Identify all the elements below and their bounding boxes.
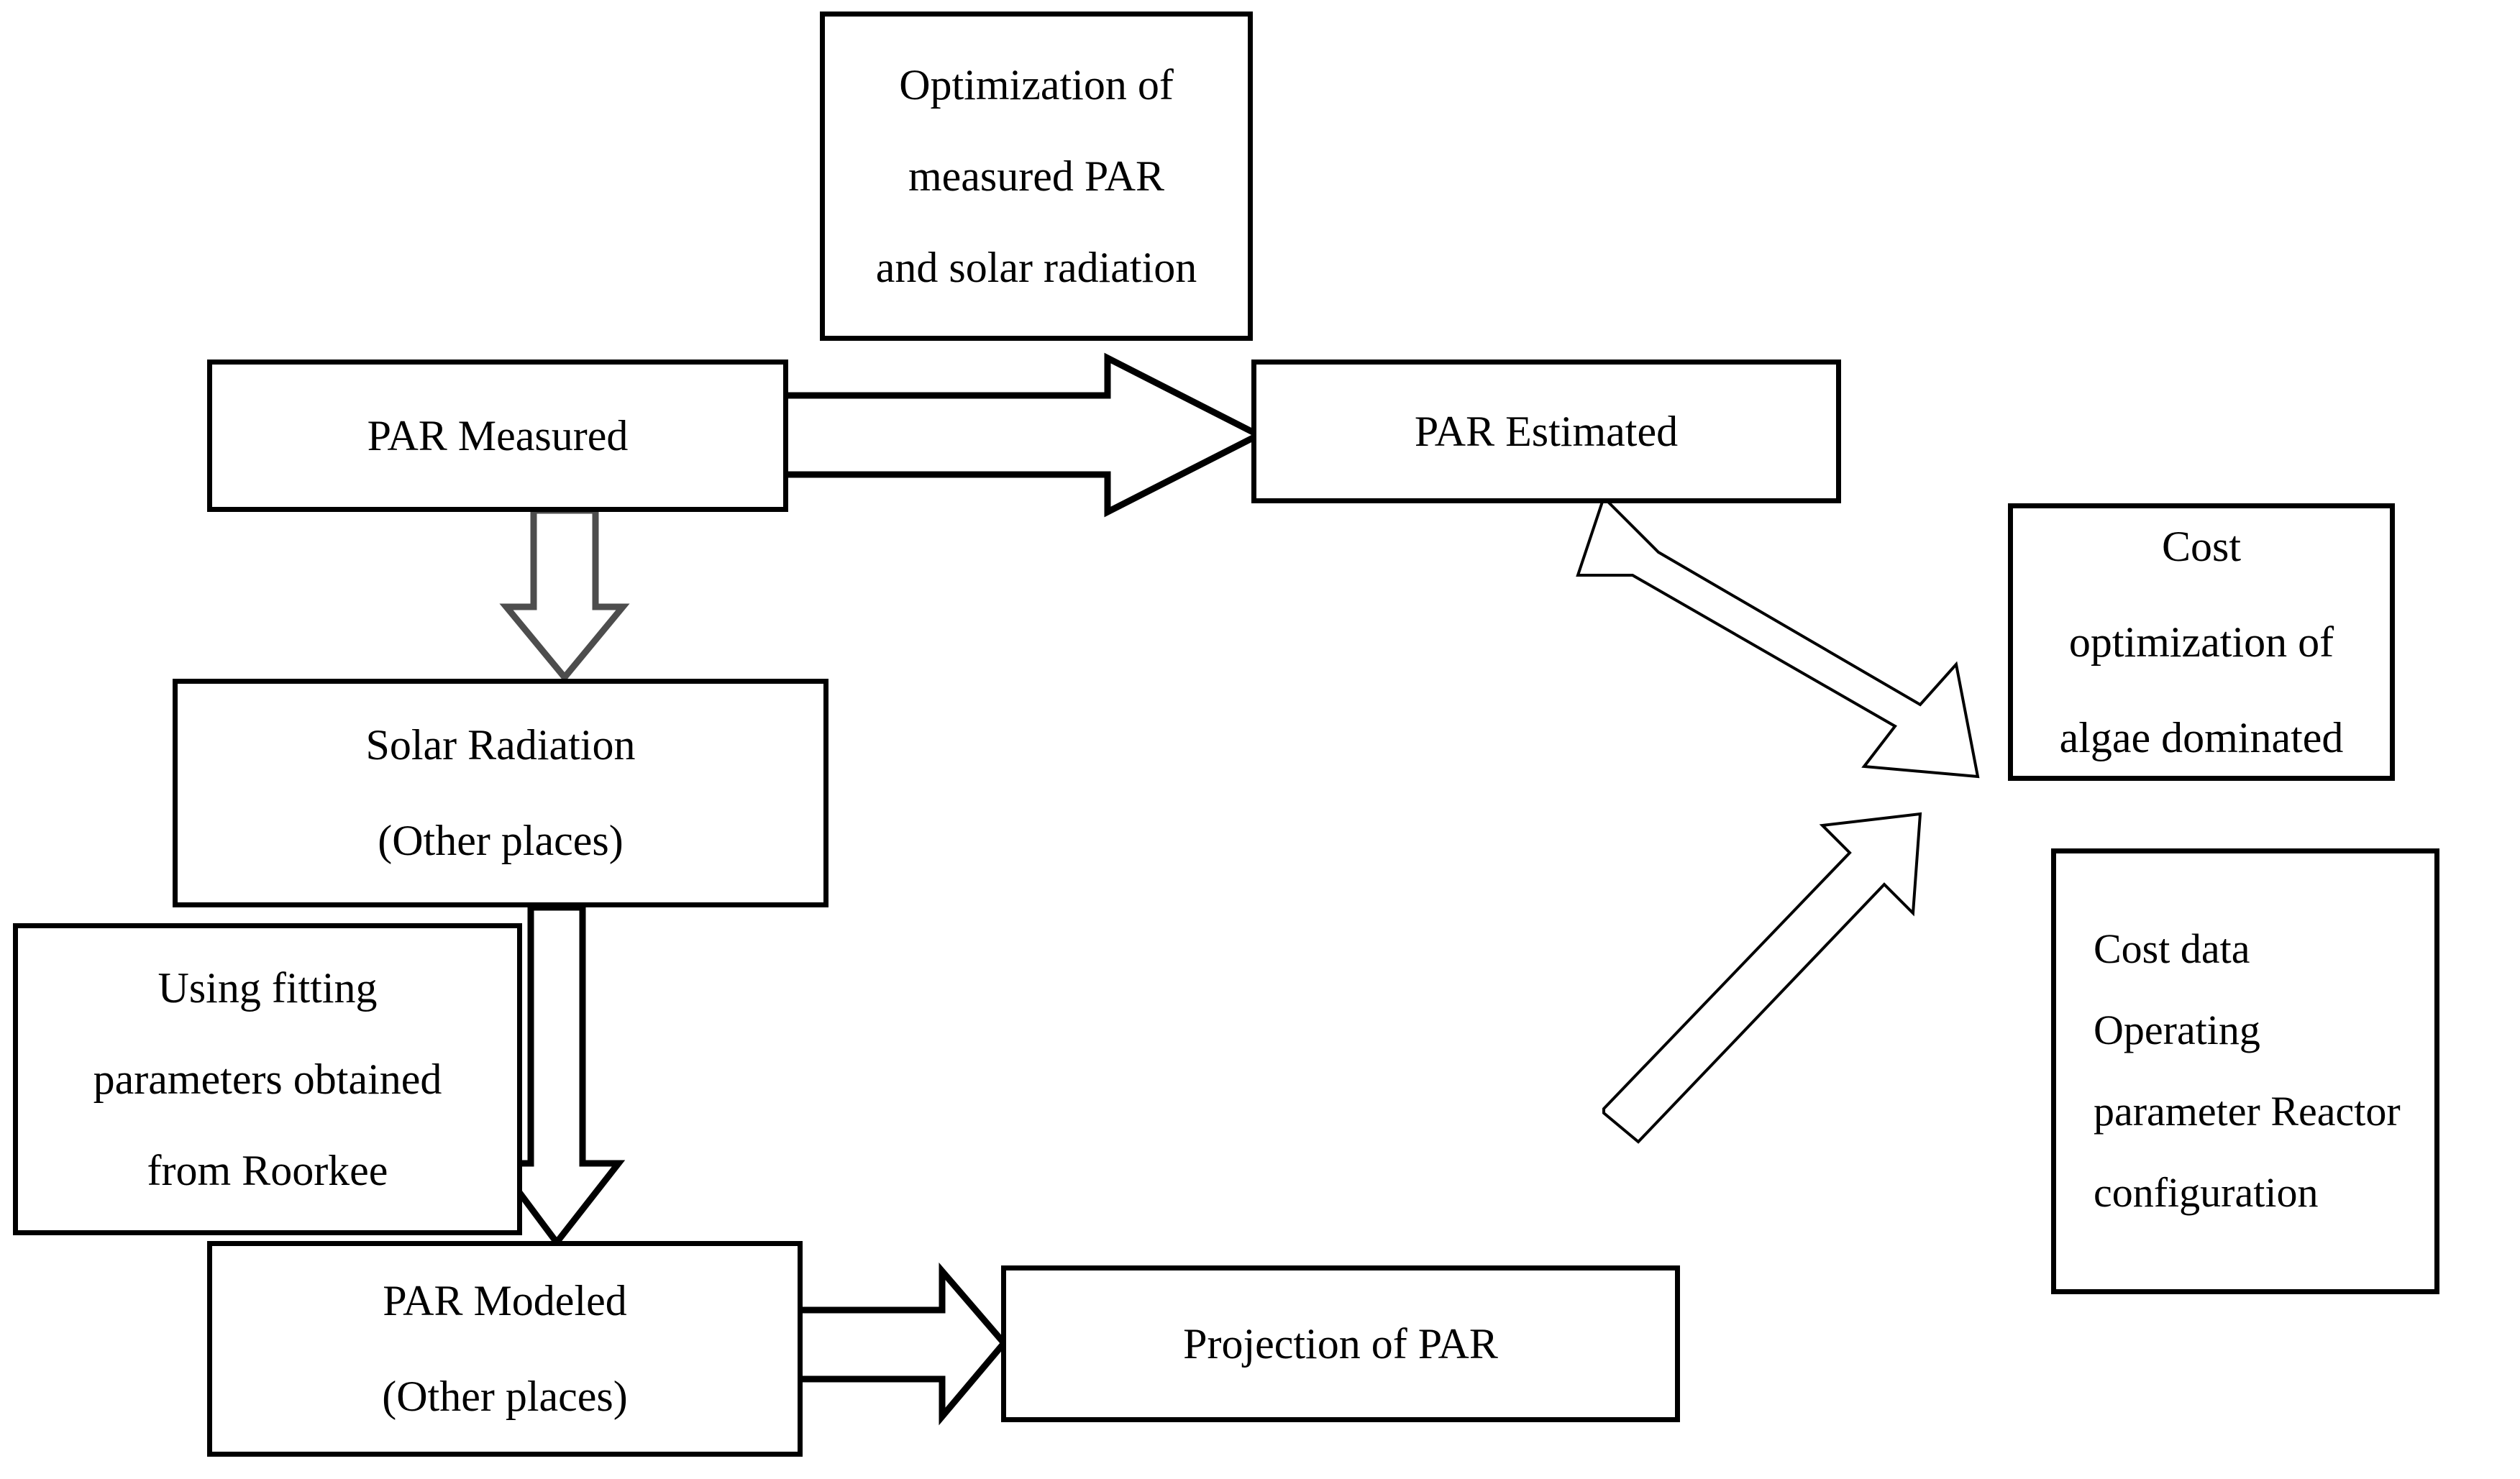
node-using-fitting-line-2: parameters obtained: [93, 1055, 442, 1103]
node-using-fitting-parameters[interactable]: Using fitting parameters obtained from R…: [13, 923, 522, 1235]
node-cost-data-line-2: Operating: [2094, 1007, 2260, 1054]
node-cost-data-line-3: parameter Reactor: [2094, 1088, 2401, 1135]
node-cost-data-line-1: Cost data: [2094, 925, 2250, 973]
node-optimization-line-2: measured PAR: [908, 152, 1165, 200]
node-par-measured[interactable]: PAR Measured: [207, 360, 788, 512]
node-par-measured-label: PAR Measured: [367, 411, 629, 459]
arrow-par-measured-to-solar-radiation: [499, 507, 630, 683]
node-par-estimated[interactable]: PAR Estimated: [1251, 360, 1841, 503]
node-using-fitting-line-3: from Roorkee: [147, 1146, 388, 1194]
node-solar-radiation-line-1: Solar Radiation: [365, 721, 636, 769]
node-optimization-line-3: and solar radiation: [875, 243, 1197, 291]
node-solar-radiation[interactable]: Solar Radiation (Other places): [173, 679, 828, 907]
node-cost-data[interactable]: Cost data Operating parameter Reactor co…: [2051, 848, 2439, 1294]
arrow-par-estimated-to-cost-optimization: [1576, 495, 1980, 779]
node-par-modeled-line-2: (Other places): [382, 1373, 628, 1420]
arrow-par-measured-to-par-estimated: [777, 352, 1266, 518]
node-optimization[interactable]: Optimization of measured PAR and solar r…: [820, 12, 1253, 341]
node-using-fitting-line-1: Using fitting: [158, 963, 378, 1012]
node-cost-data-line-4: configuration: [2094, 1168, 2319, 1216]
node-projection-of-par-label: Projection of PAR: [1183, 1319, 1498, 1368]
node-solar-radiation-line-2: (Other places): [378, 817, 624, 864]
node-cost-optimization-line-3: algae dominated: [2059, 713, 2344, 761]
node-cost-optimization-line-1: Cost: [2161, 522, 2242, 570]
node-optimization-line-1: Optimization of: [899, 60, 1174, 109]
node-par-modeled-line-1: PAR Modeled: [383, 1277, 627, 1324]
node-par-modeled[interactable]: PAR Modeled (Other places): [207, 1241, 803, 1457]
arrow-projection-of-par-to-cost-optimization: [1602, 812, 1922, 1144]
node-cost-optimization[interactable]: Cost optimization of algae dominated: [2008, 503, 2395, 781]
arrow-solar-radiation-to-par-modeled: [491, 904, 626, 1248]
node-par-estimated-label: PAR Estimated: [1414, 407, 1679, 455]
node-cost-optimization-line-2: optimization of: [2068, 618, 2334, 666]
node-projection-of-par[interactable]: Projection of PAR: [1001, 1265, 1680, 1422]
